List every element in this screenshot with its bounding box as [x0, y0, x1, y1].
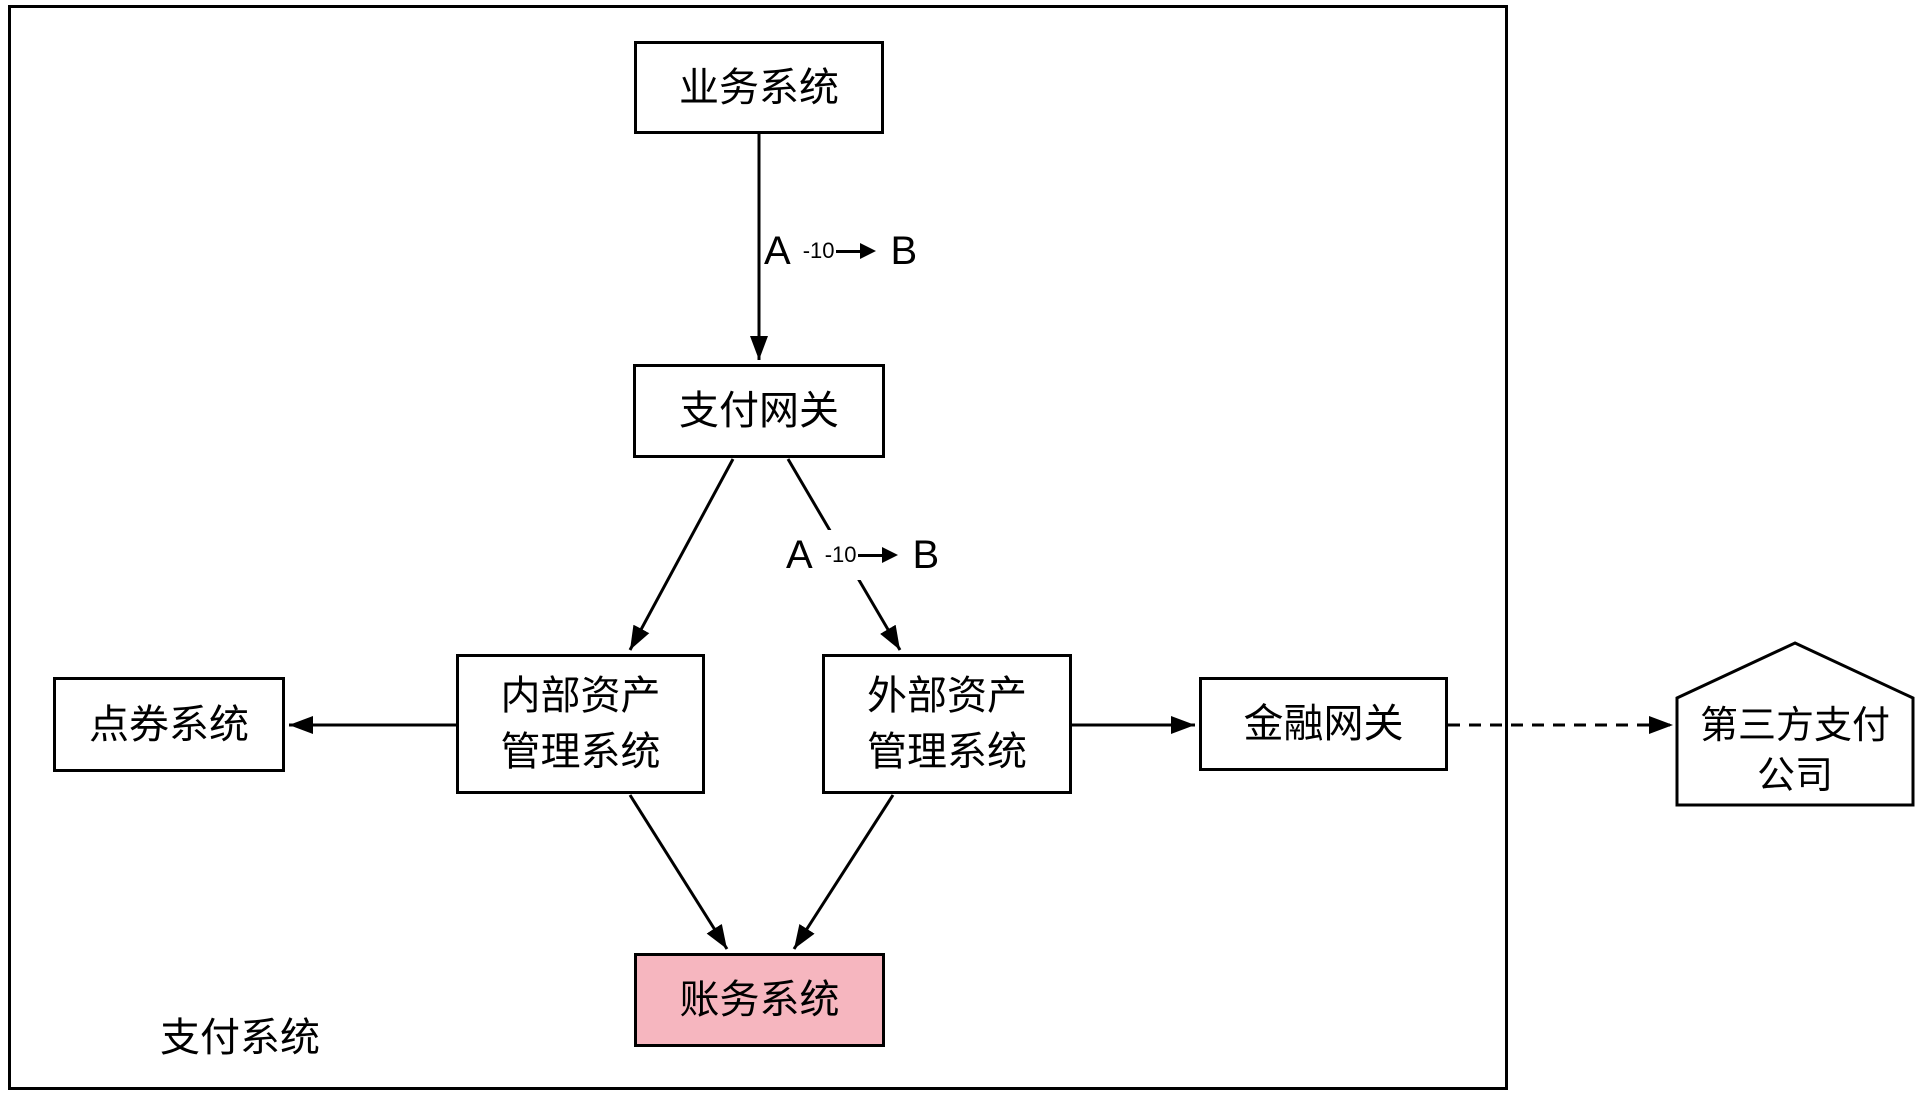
node-internal-asset-mgmt-label-line2: 管理系统	[500, 730, 661, 774]
node-payment-gateway-label: 支付网关	[679, 389, 839, 433]
node-payment-gateway: 支付网关	[633, 364, 885, 458]
transfer-top-amount: -10	[802, 238, 835, 263]
transfer-mid-to: B	[912, 533, 940, 577]
pentagon-shape	[1675, 641, 1915, 807]
node-voucher-system: 点券系统	[53, 677, 285, 772]
edge-payment-gateway-to-internal-asset	[628, 458, 735, 651]
edge-internal-asset-to-accounting	[628, 794, 729, 950]
node-third-party-payment-label-line1: 第三方支付	[1699, 705, 1890, 747]
node-third-party-payment-label-line2: 公司	[1756, 755, 1833, 797]
node-business-system: 业务系统	[634, 41, 884, 134]
edge-label-transfer-top: A -10 B	[764, 228, 917, 274]
edge-label-transfer-mid: A -10 B	[778, 530, 948, 580]
transfer-right-arrow-icon	[858, 553, 883, 557]
transfer-mid-from: A	[786, 533, 813, 577]
payment-system-boundary-label: 支付系统	[160, 1016, 320, 1060]
transfer-mid-amount: -10	[824, 542, 857, 567]
transfer-right-arrow-icon	[836, 249, 861, 253]
node-financial-gateway-label: 金融网关	[1243, 702, 1404, 746]
node-external-asset-mgmt-label-line2: 管理系统	[867, 730, 1027, 774]
node-voucher-system-label: 点券系统	[89, 702, 249, 747]
node-internal-asset-mgmt: 内部资产 管理系统	[456, 654, 705, 794]
node-internal-asset-mgmt-label-line1: 内部资产	[500, 674, 661, 718]
node-financial-gateway: 金融网关	[1199, 677, 1448, 771]
node-third-party-payment: 第三方支付 公司	[1675, 641, 1915, 807]
node-accounting-system: 账务系统	[634, 953, 885, 1047]
transfer-top-to: B	[890, 229, 918, 273]
node-external-asset-mgmt: 外部资产 管理系统	[822, 654, 1072, 794]
payment-system-boundary	[8, 5, 1508, 1090]
node-business-system-label: 业务系统	[679, 65, 839, 110]
transfer-top-from: A	[764, 229, 791, 273]
node-accounting-system-label: 账务系统	[679, 978, 840, 1022]
edge-external-asset-to-accounting	[792, 794, 895, 950]
node-external-asset-mgmt-label-line1: 外部资产	[867, 674, 1027, 718]
